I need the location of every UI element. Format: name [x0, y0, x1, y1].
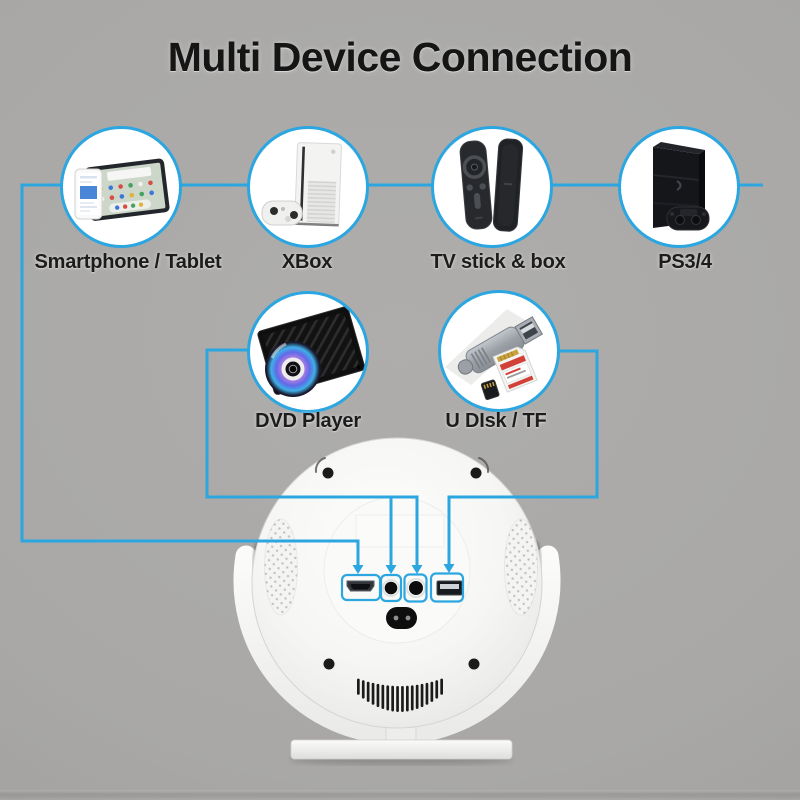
line-dvd-to-av-ports	[205, 348, 419, 567]
card-reader	[457, 316, 544, 375]
tv-stick	[492, 138, 524, 232]
device-circle-tv-stick	[431, 126, 553, 248]
power-inlet-icon	[386, 607, 417, 629]
page-title: Multi Device Connection	[167, 34, 633, 80]
hdmi-port-icon	[346, 580, 375, 592]
ps-controller	[666, 206, 710, 231]
device-circle-dvd	[247, 291, 369, 413]
tablet	[84, 158, 170, 221]
sd-card	[492, 346, 538, 393]
audio-round-port-icon	[406, 578, 426, 598]
device-circle-ps34	[618, 126, 740, 248]
remote-control	[459, 140, 493, 230]
screw-mark-right	[478, 457, 490, 473]
line-udisk-to-usb	[447, 349, 599, 566]
connection-arrows	[352, 564, 455, 574]
device-label-xbox: XBox	[281, 251, 333, 273]
speaker-grille-right	[504, 518, 538, 616]
xbox-controller	[261, 200, 303, 226]
xbox-console	[294, 142, 342, 227]
panel-seam	[355, 514, 445, 548]
backdrop-seam	[0, 790, 800, 798]
port-highlight-boxes	[340, 572, 465, 603]
device-label-tv-stick: TV stick & box	[430, 251, 566, 273]
tv-stick-remote-photo	[459, 138, 524, 232]
dvd-player-photo	[257, 306, 366, 397]
device-label-dvd: DVD Player	[255, 410, 361, 432]
smartphone	[74, 168, 103, 220]
device-label-udisk: U DIsk / TF	[445, 410, 547, 432]
device-circle-udisk	[438, 290, 560, 412]
screw-mark-left	[314, 457, 326, 473]
ps4-console-photo	[652, 142, 710, 231]
projector-base	[290, 739, 513, 760]
xbox-console-photo	[261, 142, 342, 227]
micro-sd-card	[480, 379, 500, 401]
av-round-port-icon	[382, 579, 400, 597]
device-circle-smartphone-tablet	[60, 126, 182, 248]
vent-grille	[357, 678, 443, 712]
device-label-smartphone-tablet: Smartphone / Tablet	[34, 251, 222, 273]
usb-port-icon	[436, 580, 463, 596]
screws	[322, 467, 482, 670]
device-label-ps34: PS3/4	[658, 251, 712, 273]
usb-card-reader-photo	[445, 309, 544, 401]
speaker-grille-left	[264, 518, 298, 616]
dvd-disc	[265, 341, 321, 397]
smartphone-tablet-photo	[74, 158, 170, 221]
device-circle-xbox	[247, 126, 369, 248]
